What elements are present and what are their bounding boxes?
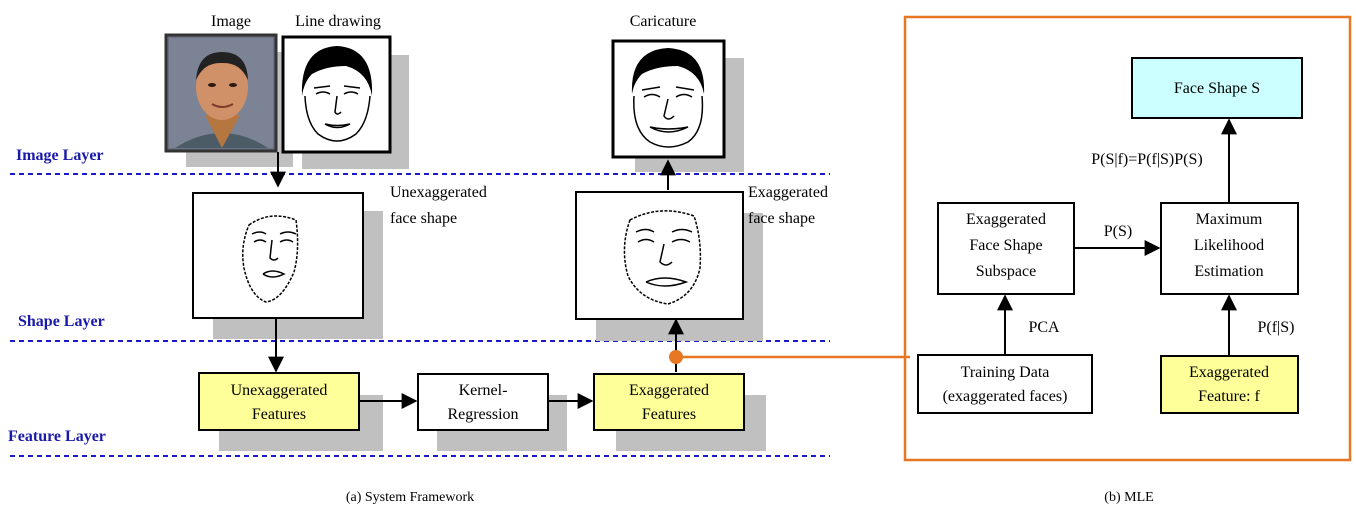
exaggerated-features-box [593, 373, 745, 431]
prior-label: P(S) [1104, 223, 1132, 240]
unexaggerated-features-text-1: Unexaggerated [231, 382, 328, 399]
exaggerated-feature-f-text-2: Feature: f [1198, 388, 1260, 405]
framework-caption: (a) System Framework [346, 490, 474, 505]
mle-caption: (b) MLE [1104, 490, 1153, 505]
kernel-regression-text-1: Kernel- [459, 382, 508, 399]
exaggerated-shape [575, 191, 744, 320]
training-data-box [917, 354, 1093, 414]
mle-connector-dot [669, 350, 683, 364]
face-shape-box [1131, 57, 1303, 119]
image-layer-label: Image Layer [16, 147, 104, 164]
subspace-text-1: Exaggerated [966, 211, 1046, 228]
unexaggerated-shape-label-2: face shape [390, 210, 457, 227]
image-label: Image [211, 13, 251, 30]
kernel-regression-box [417, 373, 549, 431]
mle-text-2: Likelihood [1194, 237, 1264, 254]
mle-box [1160, 202, 1299, 295]
line-drawing-face [281, 35, 392, 154]
exaggerated-feature-f-text-1: Exaggerated [1189, 364, 1269, 381]
feature-layer-label: Feature Layer [8, 428, 106, 445]
shape-layer-label: Shape Layer [18, 313, 105, 330]
pca-label: PCA [1028, 319, 1060, 336]
training-data-text-2: (exaggerated faces) [943, 388, 1068, 405]
face-shape-text: Face Shape S [1174, 80, 1260, 97]
line-drawing-label: Line drawing [295, 13, 381, 30]
mle-text-3: Estimation [1194, 263, 1263, 280]
exaggerated-features-text-1: Exaggerated [629, 382, 709, 399]
mle-text-1: Maximum [1196, 211, 1263, 228]
unexaggerated-shape-label-1: Unexaggerated [390, 184, 487, 201]
mle-panel [903, 15, 1352, 462]
subspace-text-2: Face Shape [969, 237, 1042, 254]
caricature-face [611, 39, 726, 159]
face-photo [164, 33, 278, 153]
exaggerated-features-text-2: Features [642, 406, 696, 423]
unexaggerated-shape [192, 192, 364, 319]
subspace-box [937, 202, 1075, 295]
unexaggerated-features-box [198, 372, 360, 431]
exaggerated-shape-label-2: face shape [748, 210, 815, 227]
exaggerated-shape-label-1: Exaggerated [748, 184, 828, 201]
kernel-regression-text-2: Regression [447, 406, 518, 423]
bayes-rule-label: P(S|f)=P(f|S)P(S) [1091, 151, 1202, 168]
likelihood-label: P(f|S) [1258, 319, 1295, 336]
caricature-label: Caricature [630, 13, 697, 30]
training-data-text-1: Training Data [961, 364, 1050, 381]
unexaggerated-features-text-2: Features [252, 406, 306, 423]
exaggerated-feature-f-box [1160, 355, 1299, 414]
subspace-text-3: Subspace [976, 263, 1036, 280]
